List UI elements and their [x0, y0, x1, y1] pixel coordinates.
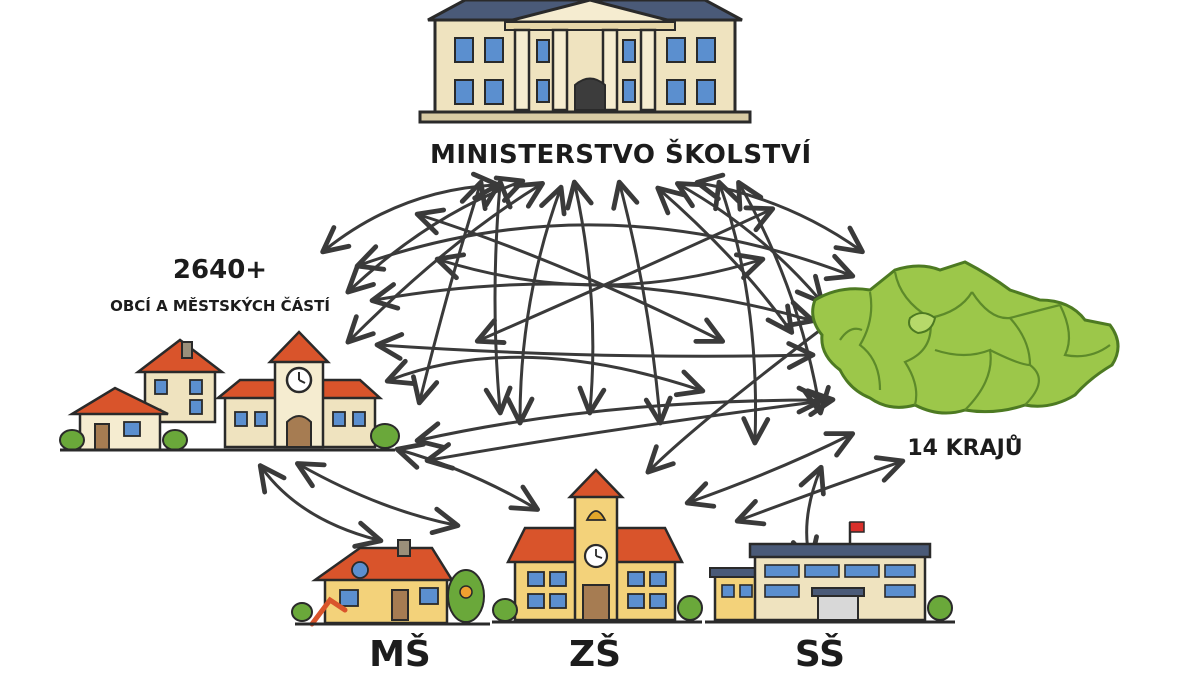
municipalities-count: 2640+	[172, 255, 268, 285]
arrow-municipalities-regions-3	[374, 332, 816, 370]
kindergarten-icon	[291, 539, 490, 627]
regions-label: 14 KRAJŮ	[907, 436, 1023, 461]
secondary-school-label: SŠ	[794, 634, 846, 675]
ministry-building-icon	[418, 0, 752, 124]
secondary-school-icon	[705, 521, 955, 624]
town-houses-icon	[59, 330, 400, 452]
arrow-cross-3	[434, 252, 766, 287]
arrow-municipalities-zs	[394, 441, 540, 512]
municipalities-label: OBCÍ A MĚSTSKÝCH ČÁSTÍ	[110, 297, 330, 315]
primary-school-icon	[492, 468, 703, 624]
arrow-cross-5	[505, 184, 567, 426]
arrow-municipalities-zs-2	[294, 461, 461, 536]
arrow-municipalities-regions	[354, 223, 856, 282]
czech-map-icon	[811, 260, 1120, 415]
primary-school-label: ZŠ	[568, 634, 622, 675]
arrow-regions-ss	[684, 431, 856, 509]
kindergarten-label: MŠ	[369, 634, 431, 675]
arrow-regions-ms	[424, 388, 836, 471]
arrow-municipalities-ss	[414, 385, 826, 450]
ministry-label: MINISTERSTVO ŠKOLSTVÍ	[430, 140, 812, 170]
arrow-ministry-ms-2	[483, 179, 513, 416]
arrow-municipalities-ms	[257, 463, 384, 549]
relationship-arrows	[257, 171, 906, 566]
